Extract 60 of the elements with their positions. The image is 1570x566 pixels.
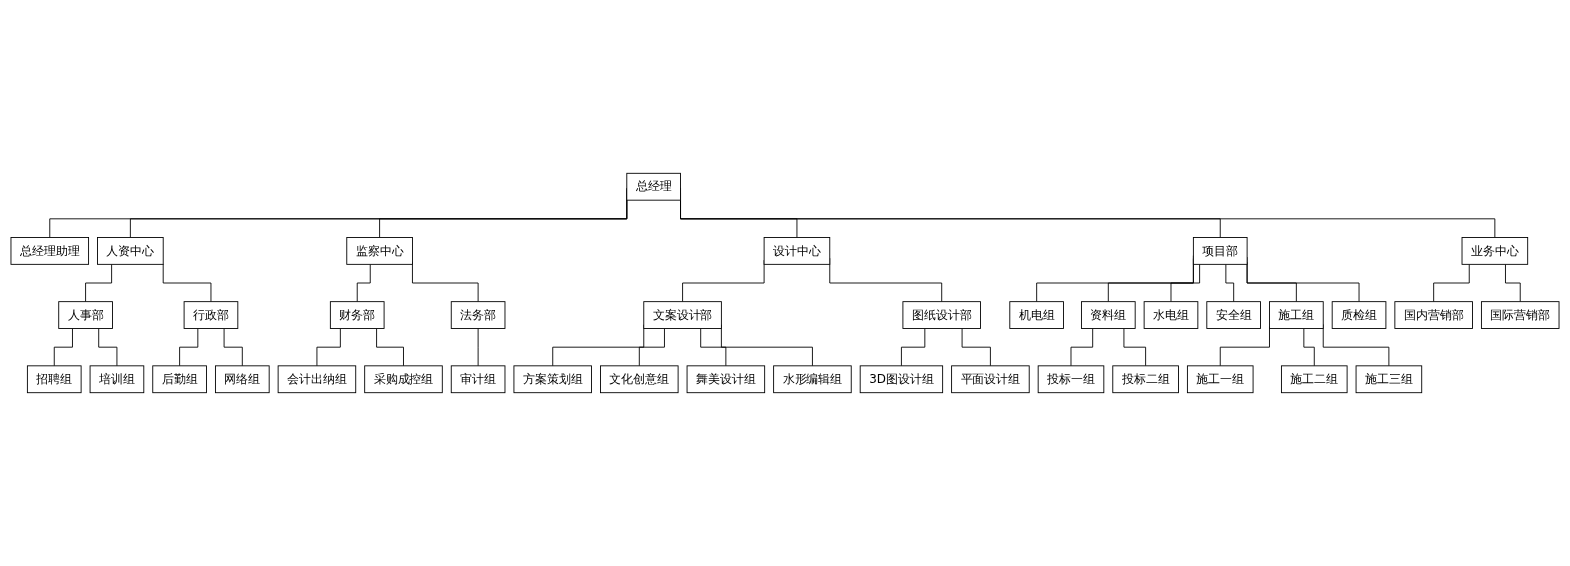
node-box: 培训组	[89, 365, 145, 394]
connector	[1433, 263, 1470, 303]
connector	[900, 328, 926, 367]
node-box: 施工一组	[1186, 365, 1254, 394]
connector	[53, 328, 73, 367]
node-box: 投标一组	[1037, 365, 1105, 394]
node-box: 行政部	[183, 301, 239, 329]
connector	[638, 328, 665, 367]
connector	[376, 328, 404, 367]
node-box: 施工三组	[1355, 365, 1423, 394]
node-box: 方案策划组	[513, 365, 592, 394]
node-box: 招聘组	[26, 365, 82, 394]
node-box: 会计出纳组	[277, 365, 357, 394]
connector	[1225, 263, 1235, 303]
connector	[179, 328, 199, 367]
connector	[700, 328, 727, 367]
connector	[1303, 328, 1315, 367]
node-box: 总经理	[626, 172, 681, 201]
connector	[316, 328, 341, 367]
node-box: 财务部	[329, 301, 385, 329]
connector	[356, 263, 371, 303]
node-box: 投标二组	[1112, 365, 1179, 394]
node-box: 平面设计组	[951, 365, 1030, 394]
node-box: 水形编辑组	[773, 365, 852, 394]
node-box: 文化创意组	[600, 365, 679, 394]
node-box: 总经理助理	[10, 237, 90, 265]
node-box: 监察中心	[346, 237, 413, 265]
node-box: 业务中心	[1461, 237, 1529, 265]
connector	[1505, 263, 1521, 303]
node-box: 资料组	[1081, 301, 1136, 329]
connector	[1123, 328, 1147, 367]
node-box: 图纸设计部	[902, 301, 981, 329]
connector	[223, 328, 243, 367]
node-box: 机电组	[1009, 301, 1064, 329]
node-box: 国际营销部	[1480, 301, 1560, 329]
node-box: 质检组	[1331, 301, 1387, 329]
node-box: 法务部	[450, 301, 506, 329]
node-box: 国内营销部	[1394, 301, 1473, 329]
node-box: 项目部	[1192, 237, 1248, 265]
node-box: 3D图设计组	[859, 365, 944, 394]
node-box: 安全组	[1206, 301, 1261, 329]
node-box: 水电组	[1143, 301, 1199, 329]
node-box: 采购成控组	[364, 365, 443, 394]
connector	[1070, 328, 1094, 367]
connector	[1170, 263, 1201, 303]
node-box: 施工二组	[1281, 365, 1348, 394]
connector	[961, 328, 991, 367]
node-box: 文案设计部	[643, 301, 722, 329]
node-box: 人事部	[58, 301, 113, 329]
node-box: 后勤组	[152, 365, 207, 394]
connector	[477, 328, 479, 367]
connector	[85, 263, 113, 303]
node-box: 人资中心	[97, 237, 164, 265]
node-box: 施工组	[1269, 301, 1324, 329]
node-box: 舞美设计组	[686, 365, 766, 394]
connector	[162, 263, 212, 303]
node-box: 网络组	[215, 365, 270, 394]
node-box: 设计中心	[763, 237, 831, 265]
connector	[98, 328, 118, 367]
node-box: 审计组	[450, 365, 506, 394]
